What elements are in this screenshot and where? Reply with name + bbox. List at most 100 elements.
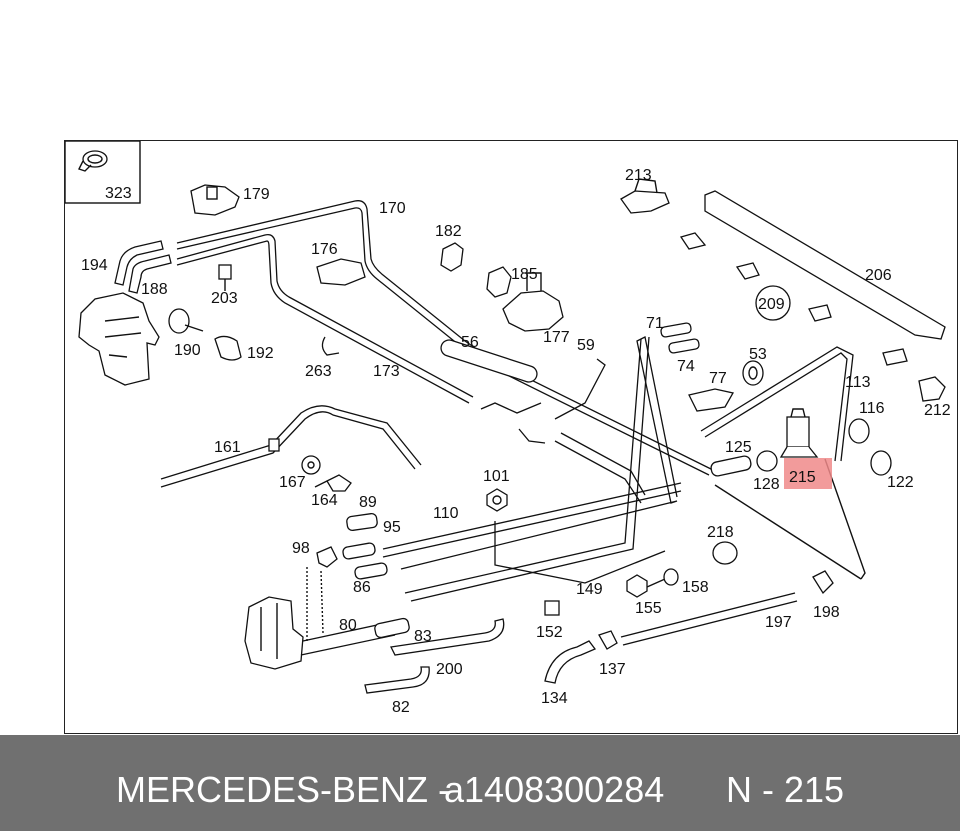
label-158: 158: [682, 579, 709, 596]
label-197: 197: [765, 614, 792, 631]
label-176: 176: [311, 241, 338, 258]
hose-134: [544, 640, 597, 684]
label-179: 179: [243, 186, 270, 203]
label-101: 101: [483, 468, 510, 485]
label-83: 83: [414, 628, 432, 645]
label-212: 212: [924, 402, 951, 419]
label-125: 125: [725, 439, 752, 456]
label-200: 200: [436, 661, 463, 678]
label-74: 74: [677, 358, 695, 375]
clamp-128: [756, 450, 778, 472]
label-263: 263: [305, 363, 332, 380]
label-137: 137: [599, 661, 626, 678]
label-149: 149: [576, 581, 603, 598]
label-203: 203: [211, 290, 238, 307]
footer-reference: N - 215: [726, 769, 845, 810]
label-188: 188: [141, 281, 168, 298]
label-177: 177: [543, 329, 570, 346]
label-77: 77: [709, 370, 727, 387]
label-82: 82: [392, 699, 410, 716]
label-206: 206: [865, 267, 892, 284]
grommet-167: [301, 455, 321, 475]
parts-diagram: 323 179 170 213 182 176 185 206 194 188 …: [65, 141, 951, 716]
footer-part-number: a1408300284: [444, 769, 665, 810]
label-53: 53: [749, 346, 767, 363]
highlight-215: [784, 458, 832, 489]
hose-86: [354, 562, 388, 580]
tube-197: [620, 592, 798, 646]
inset-box-323: [65, 141, 141, 204]
label-167: 167: [279, 474, 306, 491]
valve-177: [502, 272, 564, 332]
panel-206: [679, 190, 946, 366]
hose-200: [390, 618, 505, 656]
clamp-98: [316, 546, 338, 568]
clamp-198: [812, 570, 834, 595]
clip-213: [620, 178, 670, 214]
footer-brand: MERCEDES-BENZ -: [116, 769, 451, 810]
bracket-176: [316, 258, 366, 286]
label-161: 161: [214, 439, 241, 456]
screw-203: [218, 264, 232, 291]
label-71: 71: [646, 315, 664, 332]
screw-164: [314, 474, 352, 492]
label-198: 198: [813, 604, 840, 621]
label-113: 113: [845, 374, 871, 391]
label-122: 122: [887, 474, 914, 491]
reference-lines: [306, 458, 866, 641]
footer-bar: MERCEDES-BENZ - a1408300284 N - 215: [0, 735, 960, 831]
label-110: 110: [433, 505, 459, 522]
label-182: 182: [435, 223, 462, 240]
hose-59: [554, 358, 606, 420]
label-59: 59: [577, 337, 595, 354]
grommet-53: [742, 360, 764, 386]
label-80: 80: [339, 617, 357, 634]
washer-158: [663, 568, 679, 586]
tube-161: [160, 405, 422, 488]
label-190: 190: [174, 342, 201, 359]
clip-212: [918, 376, 946, 402]
label-89: 89: [359, 494, 377, 511]
plug-218: [712, 541, 738, 565]
tube-bundle-110-149: [382, 336, 682, 602]
label-215: 215: [789, 469, 816, 486]
hose-194-188: [114, 240, 172, 294]
label-173: 173: [373, 363, 400, 380]
label-164: 164: [311, 492, 338, 509]
hose-56: [440, 339, 546, 444]
clip-263: [321, 336, 340, 356]
label-56: 56: [461, 334, 479, 351]
label-192: 192: [247, 345, 274, 362]
label-194: 194: [81, 257, 108, 274]
label-209: 209: [758, 296, 785, 313]
hose-71-74: [660, 322, 700, 354]
grommet-116: [848, 418, 870, 444]
label-185: 185: [511, 266, 538, 283]
nut-101: [486, 488, 508, 512]
clamp-192: [214, 335, 242, 361]
hose-82: [364, 666, 430, 694]
grommet-122: [870, 450, 892, 476]
fitting-125: [710, 455, 752, 477]
label-98: 98: [292, 540, 310, 557]
tube-173: [176, 233, 474, 404]
tube-170: [176, 200, 716, 476]
label-155: 155: [635, 600, 662, 617]
hose-89: [346, 512, 378, 532]
sensor-215: [779, 408, 819, 458]
hose-83: [374, 617, 410, 639]
label-116: 116: [859, 400, 885, 417]
clip-185: [486, 266, 512, 298]
bracket-77: [688, 388, 735, 412]
clamp-137: [598, 630, 618, 650]
hose-95: [342, 542, 376, 560]
label-213: 213: [625, 167, 652, 184]
clip-179: [190, 184, 240, 216]
label-95: 95: [383, 519, 401, 536]
label-86: 86: [353, 579, 371, 596]
parts-diagram-frame: 323 179 170 213 182 176 185 206 194 188 …: [64, 140, 958, 734]
label-128: 128: [753, 476, 780, 493]
label-218: 218: [707, 524, 734, 541]
clamp-190: [168, 308, 204, 334]
label-134: 134: [541, 690, 568, 707]
